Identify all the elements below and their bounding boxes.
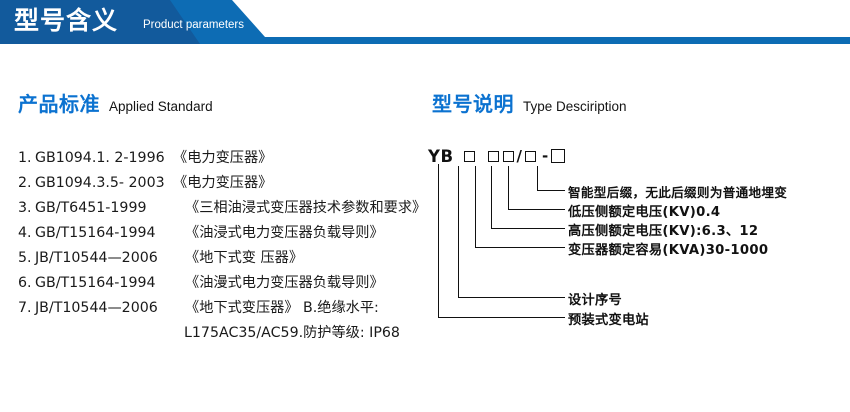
standard-item-number: 5.	[18, 250, 32, 266]
standard-list-item: 7.JB/T10544—2006 《地下式变压器》 B.绝缘水平:	[18, 296, 438, 321]
standard-item-code: GB/T15164-1994	[35, 225, 156, 241]
standard-item-code: JB/T10544—2006	[35, 250, 158, 266]
leader-hline-design-serial	[458, 297, 565, 298]
applied-standard-heading: 产品标准 Applied Standard	[18, 88, 213, 117]
standard-item-name: 《油浸式电力变压器负载导则》	[185, 225, 384, 241]
leader-vline-capacity	[475, 166, 476, 247]
standard-item-number: 2.	[18, 175, 32, 191]
leader-vline-design-serial	[458, 166, 459, 297]
model-code-box-2	[487, 150, 499, 162]
leader-hline-lv-voltage	[508, 209, 565, 210]
standard-item-name: 《地下式变压器》 B.绝缘水平:	[185, 300, 379, 316]
model-code-dash: -	[542, 147, 549, 165]
standard-item-number: 6.	[18, 275, 32, 291]
model-code-box-3	[502, 150, 514, 162]
leader-vline-hv-voltage	[491, 166, 492, 228]
standard-list-item: 6.GB/T15164-1994 《油漫式电力变压器负载导则》	[18, 271, 438, 296]
model-code-box-1	[463, 150, 475, 162]
model-code-string: YB / -	[428, 145, 567, 167]
standard-list-item: 4.GB/T15164-1994 《油浸式电力变压器负载导则》	[18, 221, 438, 246]
standard-list-item: 5.JB/T10544—2006 《地下式变 压器》	[18, 246, 438, 271]
model-code-box-5	[551, 149, 566, 163]
header-accent-bar	[0, 37, 850, 44]
standard-item-code: GB/T6451-1999	[35, 200, 147, 216]
applied-standard-heading-cn: 产品标准	[18, 92, 100, 116]
page-header-banner: 型号含义 Product parameters	[0, 0, 850, 48]
standard-item-name: 《三相油浸式变压器技术参数和要求》	[185, 200, 427, 216]
standard-list-item: 2.GB1094.3.5- 2003 《电力变压器》	[18, 171, 438, 196]
annotation-capacity: 变压器额定容易(KVA)30-1000	[568, 243, 769, 258]
header-title-chinese: 型号含义	[14, 6, 119, 35]
standard-item-number: 4.	[18, 225, 32, 241]
standard-item-code: GB/T15164-1994	[35, 275, 156, 291]
model-code-slash: /	[516, 147, 523, 165]
annotation-hv-voltage: 高压侧额定电压(KV):6.3、12	[568, 224, 759, 239]
leader-hline-hv-voltage	[491, 228, 565, 229]
annotation-lv-voltage: 低压侧额定电压(KV)0.4	[568, 205, 721, 220]
standard-item-name: 《地下式变 压器》	[185, 250, 304, 266]
leader-vline-substation	[438, 164, 439, 317]
standard-item-number: 3.	[18, 200, 32, 216]
model-code-box-4	[525, 150, 537, 162]
annotation-smart-suffix: 智能型后缀，无此后缀则为普通地埋变	[568, 185, 788, 200]
type-description-heading: 型号说明 Type Desciription	[432, 88, 627, 117]
applied-standard-heading-en: Applied Standard	[109, 99, 213, 114]
header-title-english: Product parameters	[143, 19, 244, 31]
type-description-heading-cn: 型号说明	[432, 92, 514, 116]
leader-hline-substation	[438, 317, 565, 318]
leader-vline-lv-voltage	[508, 166, 509, 209]
standard-item-name: 《油漫式电力变压器负载导则》	[185, 275, 384, 291]
leader-hline-smart-suffix	[537, 190, 565, 191]
header-dark-shape	[0, 0, 200, 44]
standard-item-name: 《电力变压器》	[173, 175, 273, 191]
standard-item-code: GB1094.3.5- 2003	[35, 175, 165, 191]
standard-item-name: 《电力变压器》	[173, 150, 273, 166]
standard-item-code: JB/T10544—2006	[35, 300, 158, 316]
standard-item-number: 7.	[18, 300, 32, 316]
standard-item-number: 1.	[18, 150, 32, 166]
standard-list-item: 3.GB/T6451-1999 《三相油浸式变压器技术参数和要求》	[18, 196, 438, 221]
leader-hline-capacity	[475, 247, 565, 248]
standard-item-code: GB1094.1. 2-1996	[35, 150, 165, 166]
leader-vline-smart-suffix	[537, 166, 538, 190]
annotation-substation: 预装式变电站	[568, 313, 649, 328]
annotation-design-serial: 设计序号	[568, 293, 622, 308]
applied-standard-list: 1.GB1094.1. 2-1996《电力变压器》2.GB1094.3.5- 2…	[18, 146, 438, 346]
standard-item-continuation: L175AC35/AC59.防护等级: IP68	[184, 325, 400, 341]
standard-list-item: 1.GB1094.1. 2-1996 《电力变压器》	[18, 146, 438, 171]
type-description-heading-en: Type Desciription	[523, 99, 627, 114]
